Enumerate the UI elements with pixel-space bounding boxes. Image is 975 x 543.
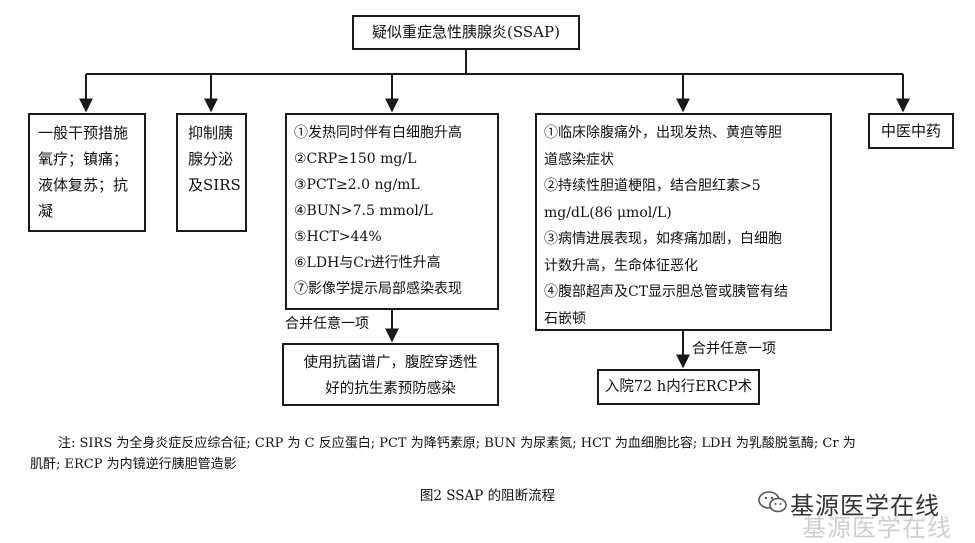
watermark-text-shadow: 基源医学在线	[802, 514, 952, 542]
general-line: 液体复苏；抗	[38, 176, 129, 194]
general-measures-box: 一般干预措施 氧疗；镇痛； 液体复苏；抗 凝	[28, 113, 146, 232]
ercp-box: 入院72 h内行ERCP术	[597, 369, 760, 405]
footnote-line: 肌酐; ERCP 为内镜逆行胰胆管造影	[30, 457, 237, 472]
tcm-box: 中医中药	[868, 113, 954, 149]
antibiotic-line: 好的抗生素预防感染	[325, 381, 456, 397]
criteria-item: ⑤HCT>44%	[294, 229, 382, 245]
general-line: 一般干预措施	[38, 124, 129, 142]
criteria-item: ①临床除腹痛外，出现发热、黄疸等胆	[544, 125, 782, 141]
criteria-item: ③病情进展表现，如疼痛加剧，白细胞	[544, 231, 782, 247]
general-line: 凝	[38, 202, 54, 220]
criteria-item: ②持续性胆道梗阻，结合胆红素>5	[544, 178, 761, 194]
criteria-item: ④腹部超声及CT显示胆总管或胰管有结	[544, 284, 789, 300]
sirs-line: 及SIRS	[188, 176, 241, 194]
wechat-icon	[758, 491, 787, 513]
general-line: 氧疗；镇痛；	[38, 150, 129, 168]
sirs-box: 抑制胰 腺分泌 及SIRS	[176, 113, 247, 232]
watermark: 基源医学在线 基源医学在线	[758, 486, 970, 542]
footnote-line: 注: SIRS 为全身炎症反应综合征; CRP 为 C 反应蛋白; PCT 为降…	[58, 436, 856, 451]
root-box: 疑似重症急性胰腺炎(SSAP)	[352, 15, 580, 50]
sirs-line: 抑制胰	[188, 124, 234, 142]
criteria-item: ③PCT≥2.0 ng/mL	[294, 177, 420, 193]
criteria-item: ①发热同时伴有白细胞升高	[294, 125, 462, 141]
infection-criteria-box: ①发热同时伴有白细胞升高 ②CRP≥150 mg/L ③PCT≥2.0 ng/m…	[285, 113, 499, 310]
criteria-item: ②CRP≥150 mg/L	[294, 151, 417, 167]
tcm-label: 中医中药	[880, 121, 941, 140]
criteria-item: ⑦影像学提示局部感染表现	[294, 281, 462, 297]
criteria-item: ⑥LDH与Cr进行性升高	[294, 255, 441, 271]
watermark-text: 基源医学在线	[790, 492, 940, 520]
criteria-item: 道感染症状	[544, 151, 614, 168]
ercp-condition-label: 合并任意一项	[692, 341, 776, 357]
criteria-item: mg/dL(86 μmol/L)	[544, 204, 672, 221]
antibiotic-line: 使用抗菌谱广，腹腔穿透性	[303, 355, 478, 371]
criteria-item: 石嵌顿	[544, 310, 586, 327]
sirs-line: 腺分泌	[188, 150, 234, 168]
ercp-text: 入院72 h内行ERCP术	[604, 378, 753, 395]
footnote: 注: SIRS 为全身炎症反应综合征; CRP 为 C 反应蛋白; PCT 为降…	[30, 433, 945, 475]
criteria-item: 计数升高，生命体征恶化	[544, 257, 698, 274]
biliary-criteria-box: ①临床除腹痛外，出现发热、黄疸等胆 道感染症状 ②持续性胆道梗阻，结合胆红素>5…	[535, 113, 832, 331]
figure-caption: 图2 SSAP 的阻断流程	[419, 488, 556, 504]
antibiotic-box: 使用抗菌谱广，腹腔穿透性 好的抗生素预防感染	[282, 343, 499, 406]
criteria-item: ④BUN>7.5 mmol/L	[294, 203, 433, 219]
root-title: 疑似重症急性胰腺炎(SSAP)	[372, 23, 560, 41]
antibiotic-condition-label: 合并任意一项	[285, 316, 369, 332]
